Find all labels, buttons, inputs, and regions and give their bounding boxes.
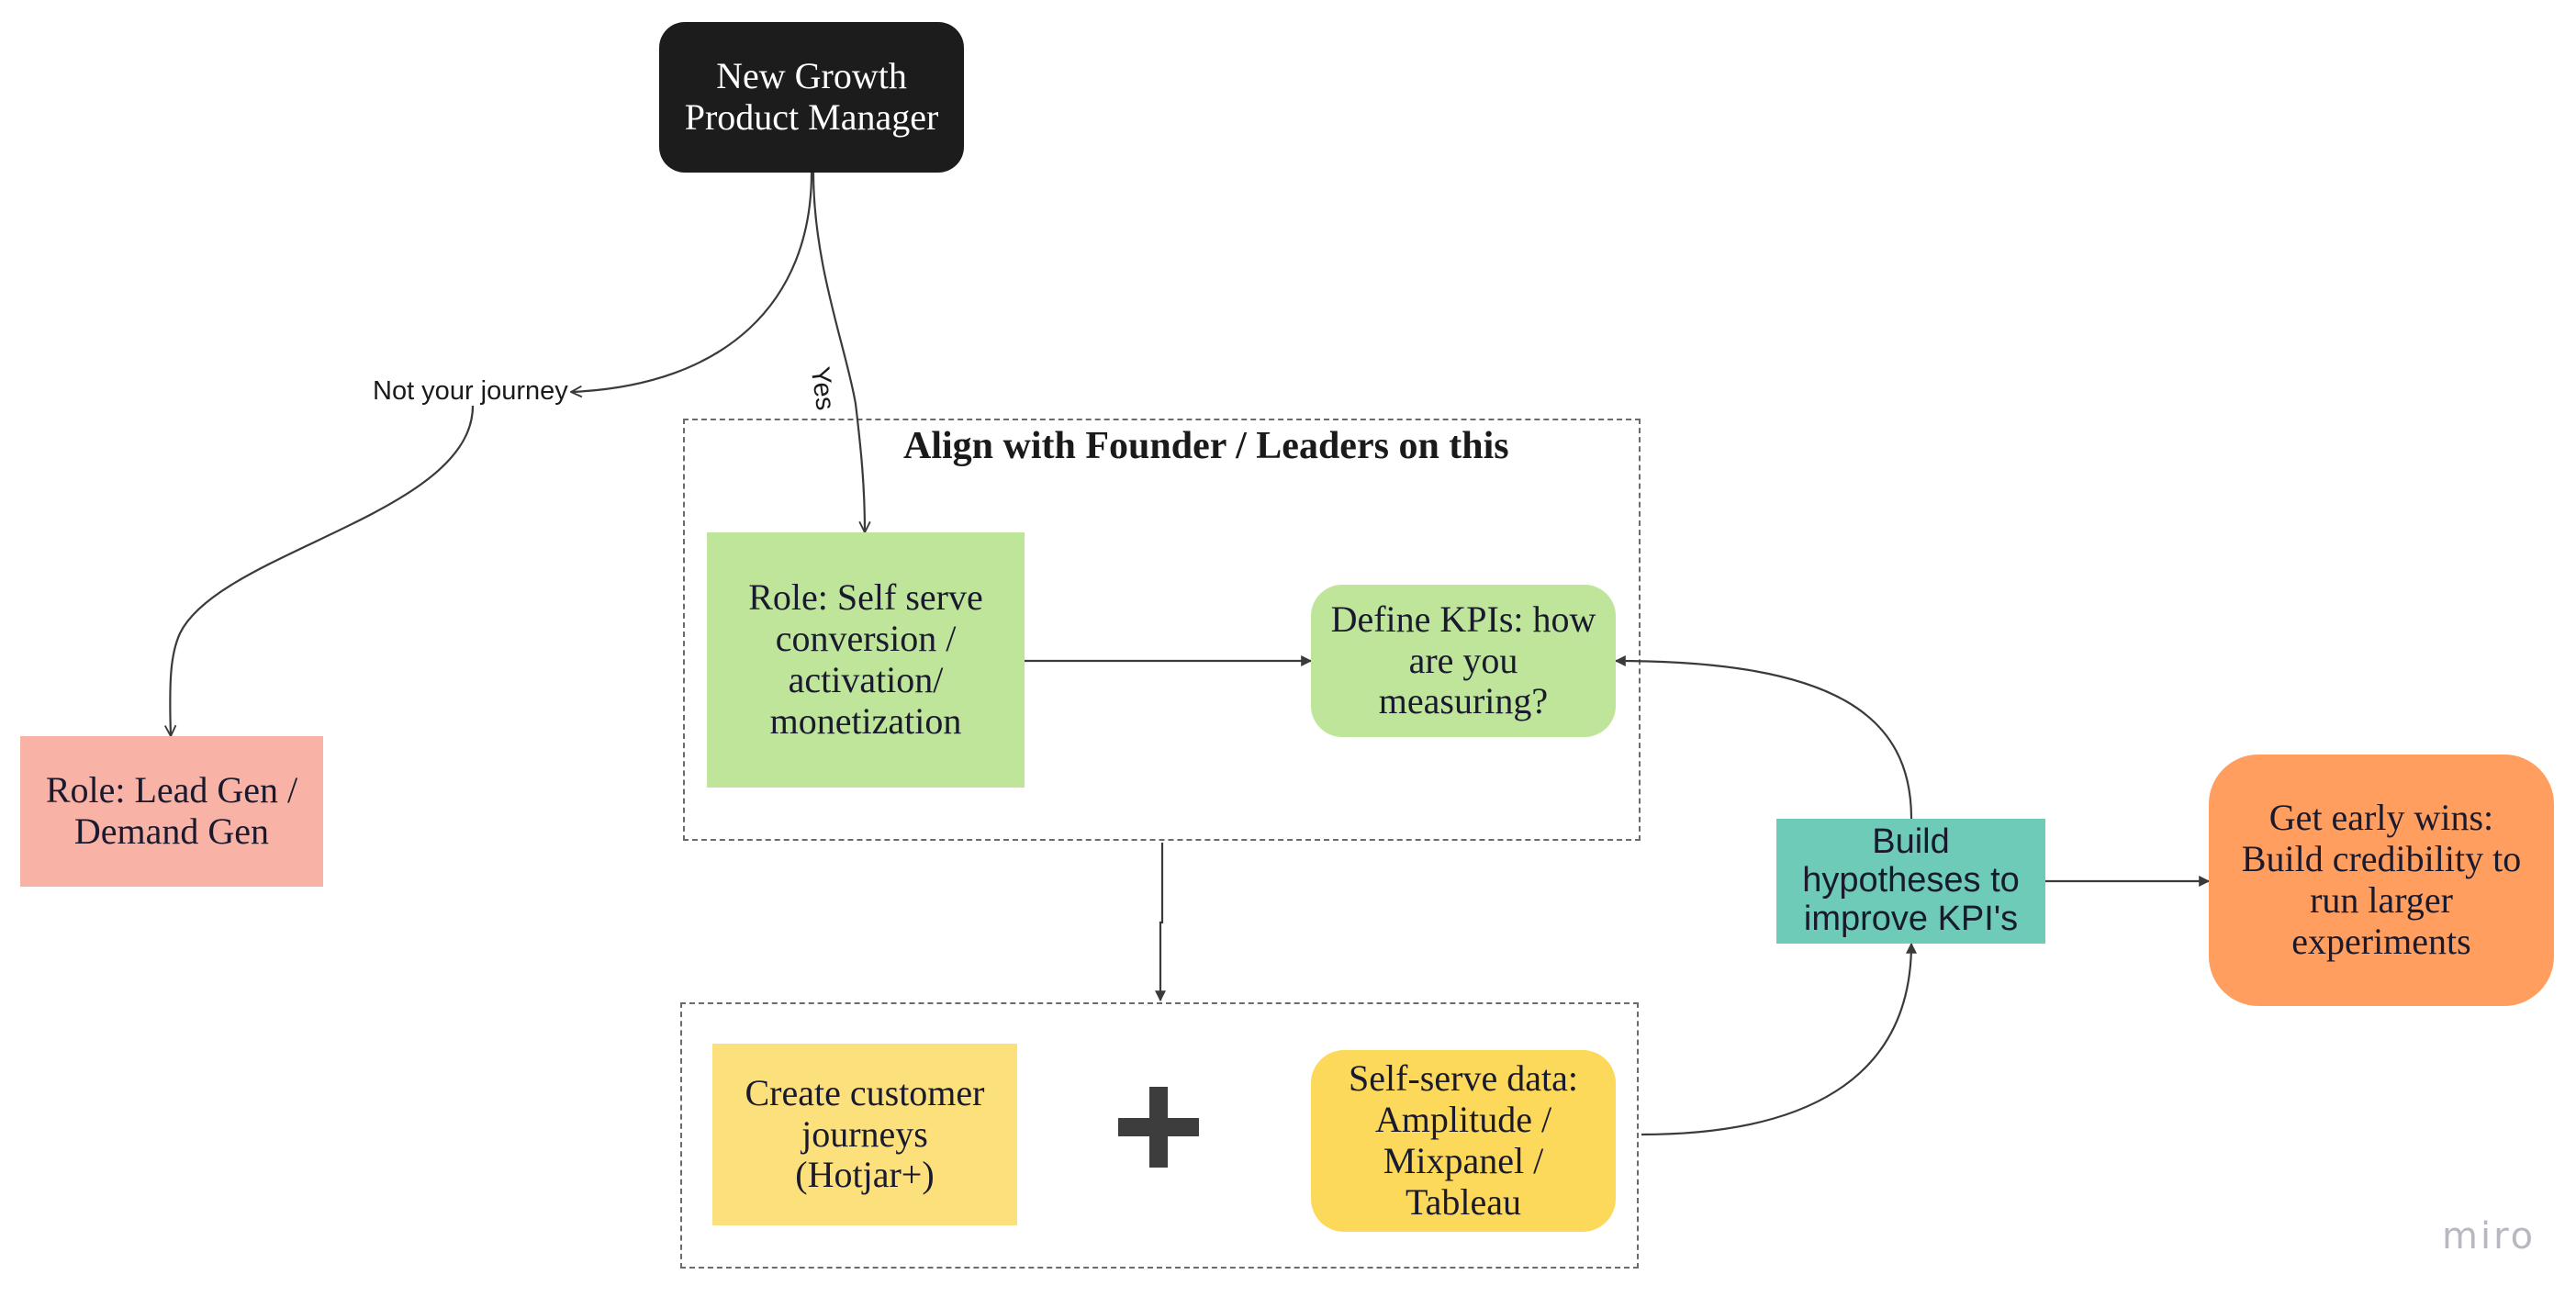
kpi-node[interactable]: Define KPIs: how are you measuring? <box>1311 585 1616 737</box>
self-serve-node[interactable]: Role: Self serve conversion / activation… <box>707 532 1025 788</box>
edge-data-to-hypotheses <box>1641 942 1917 1136</box>
hypotheses-node[interactable]: Build hypotheses to improve KPI's <box>1776 819 2045 944</box>
edge-align-to-tools <box>1155 843 1166 1002</box>
plus-icon <box>1118 1087 1199 1168</box>
tools-group-frame <box>680 1002 1639 1269</box>
journeys-node[interactable]: Create customer journeys (Hotjar+) <box>712 1044 1017 1225</box>
edge-hypotheses-to-kpi <box>1614 655 1913 820</box>
data-node[interactable]: Self-serve data: Amplitude / Mixpanel / … <box>1311 1050 1616 1232</box>
align-group-frame <box>683 419 1641 841</box>
lead-gen-node[interactable]: Role: Lead Gen / Demand Gen <box>20 736 323 887</box>
miro-watermark: miro <box>2442 1215 2537 1258</box>
align-group-title: Align with Founder / Leaders on this <box>903 425 1509 467</box>
early-wins-node[interactable]: Get early wins: Build credibility to run… <box>2209 755 2554 1006</box>
edge-start-to-self-serve <box>812 172 865 532</box>
start-node[interactable]: New Growth Product Manager <box>659 22 964 173</box>
edge-not-your-journey-to-lead-gen <box>170 405 475 736</box>
yes-label: Yes <box>804 363 840 414</box>
not-your-journey-label: Not your journey <box>373 376 568 406</box>
edge-start-to-not-your-journey <box>571 172 813 392</box>
